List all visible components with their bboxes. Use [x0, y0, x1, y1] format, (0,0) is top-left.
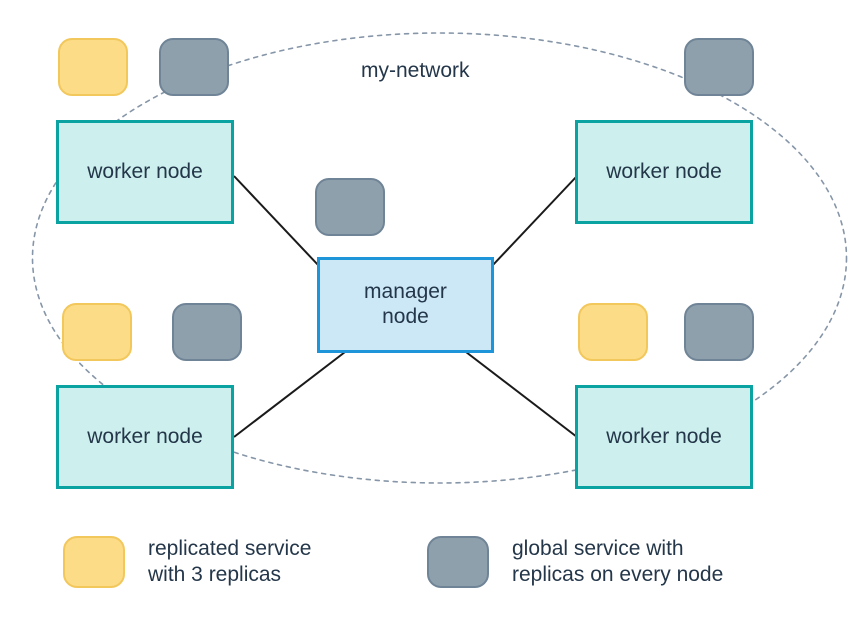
node-worker-bottom-right[interactable]: worker node — [575, 385, 753, 489]
service-replicated-bottom-right[interactable] — [578, 303, 648, 361]
node-label: worker node — [87, 159, 203, 183]
edge-worker-top-right-to-manager — [491, 175, 578, 267]
node-label: worker node — [87, 424, 203, 448]
service-replicated-top-left[interactable] — [58, 38, 128, 96]
edge-worker-bottom-right-to-manager — [465, 351, 578, 438]
node-label-line2: node — [382, 305, 429, 328]
service-global-bottom-left[interactable] — [172, 303, 242, 361]
node-worker-bottom-left[interactable]: worker node — [56, 385, 234, 489]
node-worker-top-right[interactable]: worker node — [575, 120, 753, 224]
legend-line2: replicas on every node — [512, 563, 724, 586]
node-worker-top-left[interactable]: worker node — [56, 120, 234, 224]
node-label: worker node — [606, 424, 722, 448]
legend-swatch-global-service — [427, 536, 489, 588]
legend-line1: replicated service — [148, 537, 312, 561]
node-label: worker node — [606, 159, 722, 183]
legend-line2: with 3 replicas — [148, 563, 282, 586]
legend-swatch-replicated-service — [63, 536, 125, 588]
service-global-center[interactable] — [315, 178, 385, 236]
edge-worker-top-left-to-manager — [233, 175, 320, 267]
service-global-top-left[interactable] — [159, 38, 229, 96]
legend-line1: global service with — [512, 537, 684, 561]
service-global-top-right[interactable] — [684, 38, 754, 96]
service-replicated-bottom-left[interactable] — [62, 303, 132, 361]
network-label: my-network — [361, 59, 470, 82]
node-label-line1: manager — [364, 280, 447, 304]
service-global-bottom-right[interactable] — [684, 303, 754, 361]
edge-worker-bottom-left-to-manager — [233, 351, 346, 438]
